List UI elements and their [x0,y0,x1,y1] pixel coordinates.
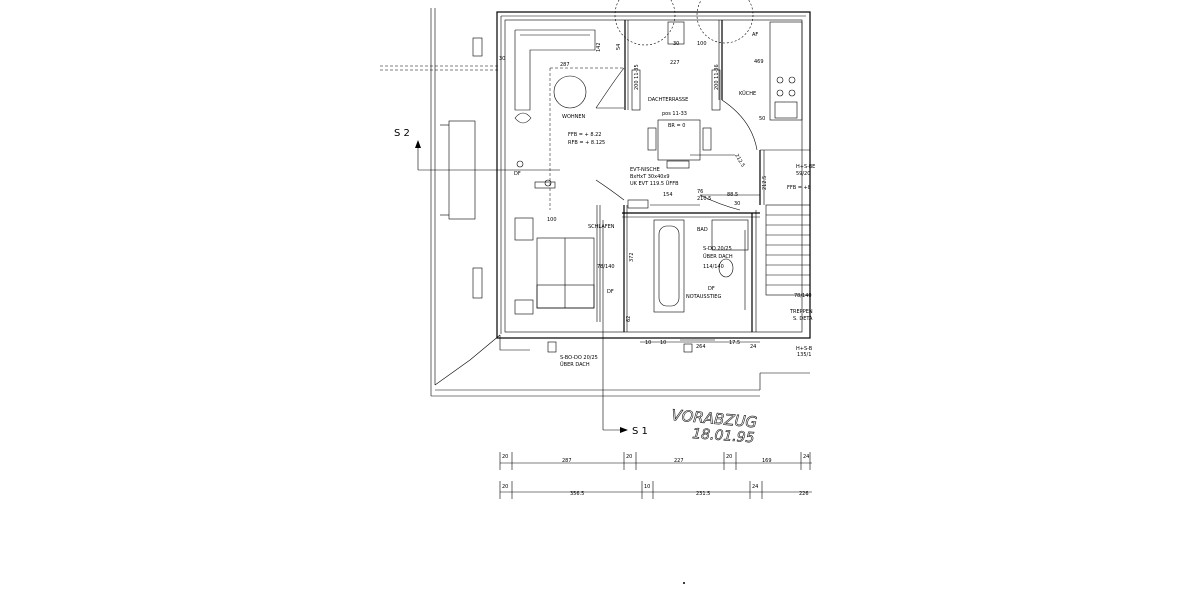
note-window-c: 78/140 [794,293,812,299]
room-label-schlafen: SCHLAFEN [588,224,615,230]
note-pos: pos 11-33 [662,111,687,117]
dimension-chain-1: 20 287 20 227 20 169 24 [499,452,812,470]
note-pos-a: 200 11-35 [634,64,640,90]
dim-row2-5: 226 [799,491,809,497]
room-label-kueche: KÜCHE [739,90,756,97]
dim-100: 100 [697,41,707,47]
note-s-bo: S-BO-DO 20/25 [560,355,598,361]
note-br: BR = 0 [668,123,685,129]
dim-2125b: 212.5 [762,176,768,190]
note-s-deta: S. DETA [793,316,813,322]
room-label-notausstieg: NOTAUSSTIEG [686,294,721,300]
note-s-do: S-DO 20/25 [703,246,732,252]
dim-469: 469 [754,59,764,65]
handwritten-note: VORABZUG 18.01.95 [670,406,758,447]
note-uk-evt: UK EVT 119.5 ÜFFB [630,180,679,187]
dim-row2-3: 231.5 [696,491,710,497]
note-df-1: DF [514,171,521,177]
note-window-d: 59/20 [796,171,810,177]
note-ffb: FFB = + 8.22 [568,132,601,138]
dim-227: 227 [670,60,680,66]
dim-row1-4: 20 [726,454,732,460]
dim-30: 30 [499,56,505,62]
dim-row1-2: 20 [626,454,632,460]
note-rfb: RFB = + 8.125 [568,140,605,146]
dim-62: 62 [626,316,632,322]
dim-30c: 30 [734,201,740,207]
note-df-3: DF [708,286,715,292]
dim-30a: 30 [673,41,679,47]
annotations: FFB = + 8.22 RFB = + 8.125 BxHxT 30x40x9… [514,32,815,368]
dim-287: 287 [560,62,570,68]
note-window-a: 114/140 [703,264,724,270]
dim-row1-3: 227 [674,458,684,464]
dim-row2-4: 24 [752,484,758,490]
dim-50: 50 [759,116,765,122]
inner-dimensions: 142 54 30 100 227 469 287 30 154 76 210.… [499,41,768,353]
note-df-2: DF [607,289,614,295]
note-hs-b2: H+S-BE [796,164,815,170]
dim-372: 372 [629,252,635,262]
room-labels: WOHNEN DACHTERRASSE KÜCHE SCHLAFEN BAD E… [562,90,813,315]
dim-76: 76 [697,189,703,195]
dim-264: 264 [696,344,706,350]
dimension-chain-2: 20 356.5 10 231.5 24 226 [499,481,812,499]
furniture [514,0,803,353]
dim-142: 142 [596,42,602,52]
room-label-wohnen: WOHNEN [562,114,586,120]
dim-2125: 212.5 [733,153,745,168]
note-ffb-right: FFB = +8 [787,185,811,191]
note-evt-size: BxHxT 30x40x9 [630,174,670,180]
dim-row1-5: 169 [762,458,772,464]
note-ueber-dach-1: ÜBER DACH [560,361,590,368]
room-label-bad: BAD [697,227,708,233]
dim-154: 154 [663,192,673,198]
roof-outline [380,8,810,397]
dim-885: 88.5 [727,192,738,198]
dim-54: 54 [616,44,622,50]
dim-175: 17.5 [729,340,740,346]
room-label-treppen: TREPPEN [789,309,813,315]
stray-dot [683,582,685,584]
dim-row2-2: 10 [644,484,650,490]
dim-row1-6: 24 [803,454,809,460]
dim-row1-1: 287 [562,458,572,464]
note-window-e: 135/1 [797,352,811,358]
interior-walls [549,20,811,332]
room-label-evt-nische: EVT-NISCHE [630,167,660,173]
dim-24: 24 [750,344,756,350]
note-pos-b: 200 11-36 [714,64,720,90]
dim-row2-1: 356.5 [570,491,584,497]
note-af: AF [752,32,758,38]
room-label-dachterrasse: DACHTERRASSE [648,97,688,103]
section-markers: S 2 S 1 [394,128,648,437]
note-window-b: 78/140 [597,264,615,270]
dim-10a: 10 [645,340,651,346]
handwritten-date: 18.01.95 [692,426,755,446]
dim-100b: 100 [547,217,557,223]
dim-row1-0: 20 [502,454,508,460]
section-label-s2: S 2 [394,128,410,139]
exterior-walls [496,11,811,339]
note-ueber-dach-2: ÜBER DACH [703,253,733,260]
dim-10b: 10 [660,340,666,346]
note-hs-b: H+S-B [796,346,813,352]
section-label-s1: S 1 [632,426,648,437]
dim-row2-0: 20 [502,484,508,490]
dim-2105: 210.5 [697,196,711,202]
